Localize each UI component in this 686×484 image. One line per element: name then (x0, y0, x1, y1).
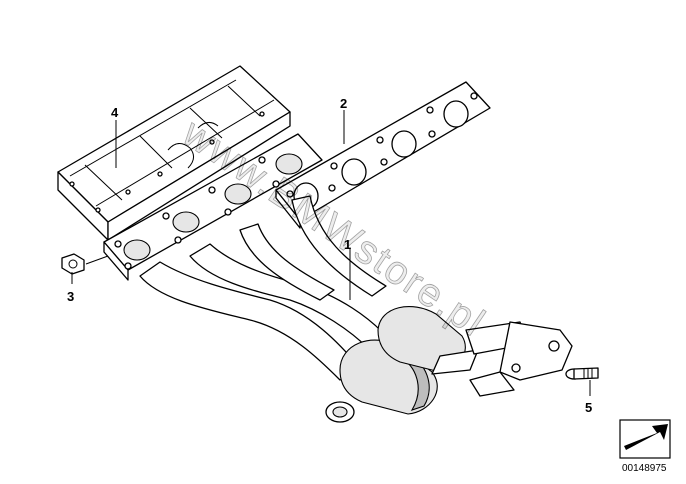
arrow-icon (619, 419, 671, 459)
callout-4: 4 (111, 105, 119, 120)
callout-2: 2 (340, 96, 347, 111)
heat-shield[interactable] (57, 65, 291, 241)
callout-5: 5 (585, 400, 592, 415)
hex-nut[interactable] (61, 253, 85, 275)
callout-3: 3 (67, 289, 74, 304)
leader-lines (71, 110, 591, 396)
diagram-id: 00148975 (622, 463, 667, 474)
front-manifold-flange (103, 133, 323, 281)
callout-1: 1 (344, 237, 351, 252)
stud-bolt[interactable] (565, 367, 599, 380)
exhaust-manifold[interactable] (139, 195, 573, 423)
